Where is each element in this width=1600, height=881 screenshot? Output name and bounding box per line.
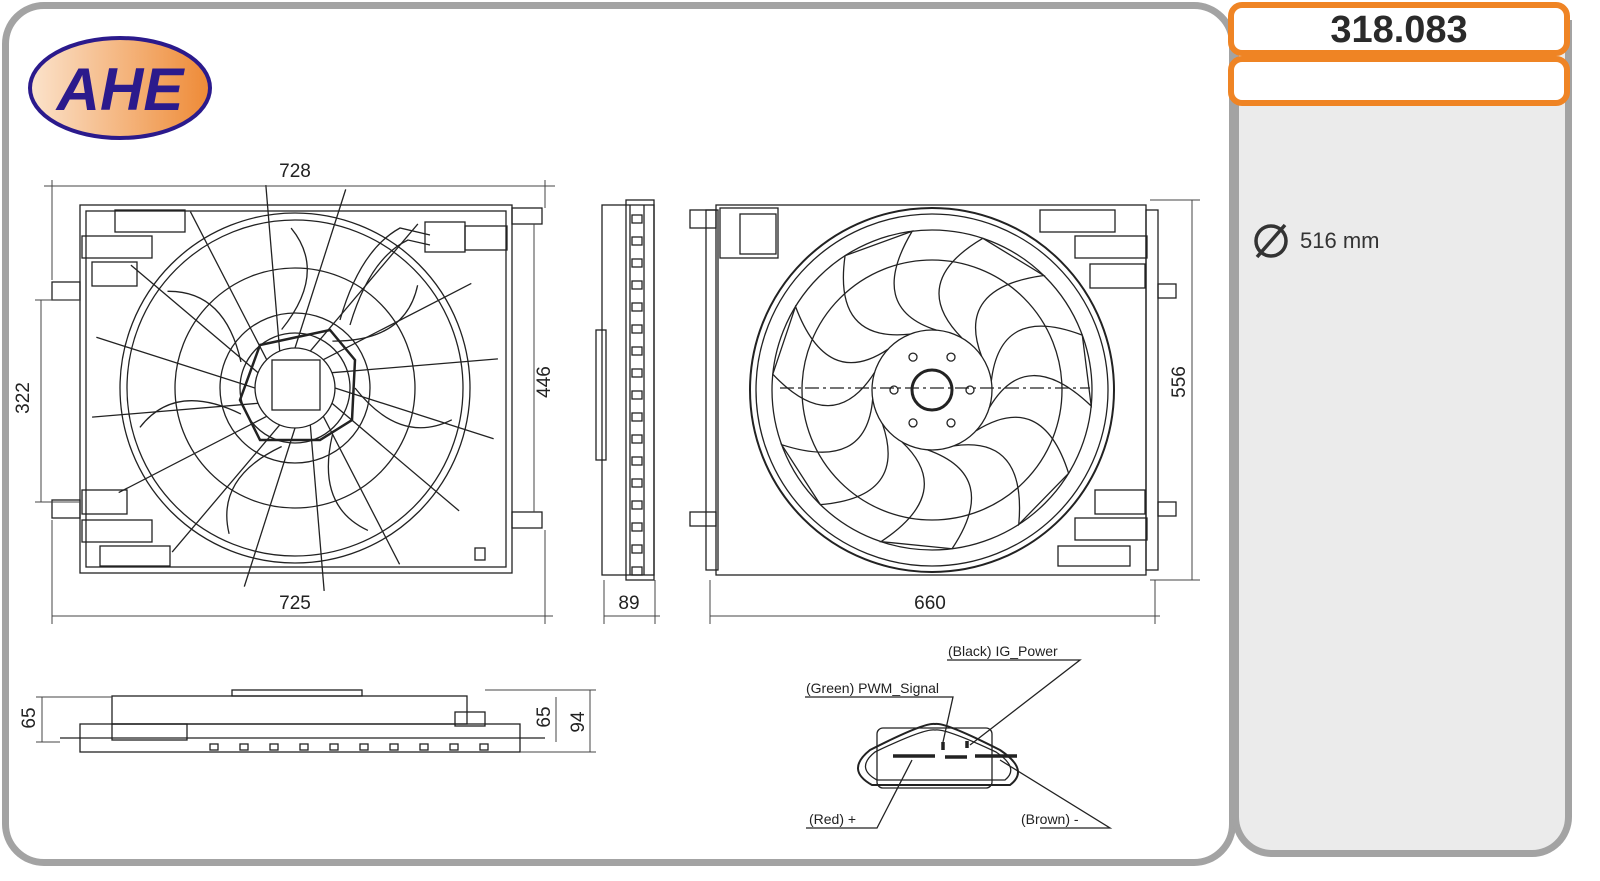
- dim-rear-width: 660: [914, 593, 946, 614]
- front-view: [51, 185, 543, 591]
- dim-bottom-total-height: 94: [568, 711, 589, 733]
- side-view: [595, 199, 655, 581]
- diameter-spec: 516 mm: [1252, 222, 1379, 260]
- pin-label-negative: (Brown) -: [1021, 811, 1079, 827]
- pin-label-pwm-signal: (Green) PWM_Signal: [806, 680, 939, 696]
- dim-bottom-right-height: 65: [534, 706, 555, 727]
- dim-front-right-height: 446: [534, 366, 555, 398]
- dim-front-top-width: 728: [279, 161, 311, 182]
- dim-front-bottom-width: 725: [279, 593, 311, 614]
- rear-view: [689, 204, 1177, 576]
- svg-text:AHE: AHE: [55, 56, 186, 123]
- part-number: 318.083: [1228, 2, 1570, 56]
- diameter-icon: [1254, 223, 1288, 259]
- pin-label-ig-power: (Black) IG_Power: [948, 643, 1058, 659]
- drawing-panel: [2, 2, 1236, 866]
- info-panel: [1232, 20, 1572, 857]
- dim-side-depth: 89: [618, 593, 639, 614]
- dimension-lines: [35, 180, 1200, 753]
- diameter-value: 516 mm: [1300, 228, 1380, 253]
- pin-label-positive: (Red) +: [809, 811, 856, 827]
- ahe-logo: AHE: [28, 36, 212, 140]
- dim-rear-height: 556: [1169, 366, 1190, 398]
- dim-front-left-height: 322: [13, 382, 34, 414]
- bottom-view: [60, 689, 545, 753]
- dim-bottom-left-height: 65: [19, 707, 40, 728]
- secondary-box: [1228, 56, 1570, 106]
- connector-diagram: [805, 659, 1113, 829]
